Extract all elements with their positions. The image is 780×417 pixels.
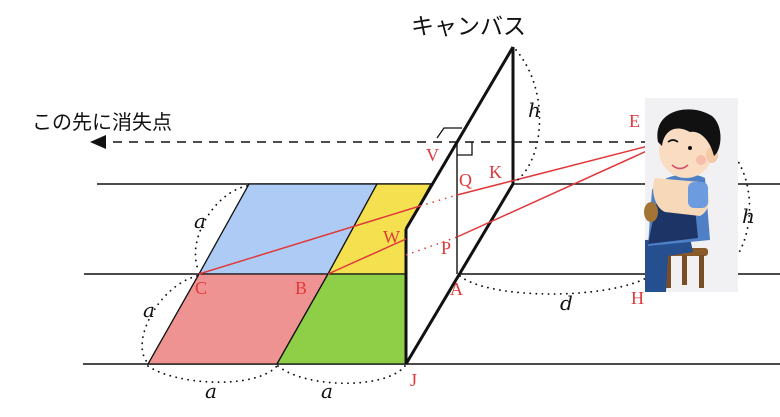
held-object: [644, 202, 658, 222]
canvas-title: キャンバス: [411, 14, 526, 40]
measure-label-a-left-lower: a: [143, 298, 155, 322]
stool-leg: [666, 255, 671, 288]
viewer-smile: [671, 164, 689, 170]
stool-leg: [699, 255, 704, 288]
measure-arcs: [141, 49, 751, 385]
canvas-plane: [406, 47, 513, 364]
measure-label-a-bottom-left: a: [205, 379, 217, 403]
right-angle-mark-upper: [436, 127, 462, 139]
point-label-c: C: [195, 278, 207, 298]
arc-a-left-upper: [194, 185, 248, 273]
arrow-left-icon: [90, 135, 106, 149]
point-label-b: B: [295, 278, 307, 298]
point-label-w: W: [383, 227, 400, 247]
sight-lines: [198, 142, 661, 275]
vanishing-point-label: この先に消失点: [32, 110, 172, 134]
viewer-eye: [688, 146, 692, 150]
viewer-sleeve: [688, 182, 708, 208]
arc-a-left-lower: [141, 275, 198, 363]
right-angle-mark-lower: [457, 142, 473, 156]
sight-line-c-to-w: [198, 205, 421, 275]
sight-line-canvas-to-p-hidden: [405, 236, 458, 256]
viewer-hair: [657, 109, 721, 156]
sight-line-q-to-e: [456, 142, 661, 196]
measure-label-a-bottom-right: a: [321, 379, 333, 403]
point-label-k: K: [489, 162, 502, 182]
canvas-edge-diagonal-bottom: [404, 183, 515, 365]
point-label-p: P: [441, 238, 451, 258]
point-label-j: J: [410, 370, 417, 390]
viewer-cheek: [696, 155, 706, 165]
sight-line-b-to-canvas: [327, 238, 407, 275]
measure-label-a-left-upper: a: [194, 209, 206, 233]
arc-a-bottom-left: [147, 365, 278, 384]
point-label-q: Q: [459, 170, 472, 190]
canvas-edge-diagonal-top: [404, 46, 515, 230]
arc-d-distance: [459, 275, 651, 295]
measure-label-h-viewer: h: [742, 204, 755, 228]
viewer-legs: [645, 238, 693, 292]
point-label-a: A: [450, 279, 463, 299]
arc-h-canvas: [514, 49, 541, 183]
sight-line-p-to-e: [456, 144, 661, 238]
measure-label-d: d: [560, 291, 573, 315]
point-label-v: V: [426, 145, 439, 165]
viewer-illustration: [644, 98, 738, 292]
measure-label-h-canvas: h: [528, 98, 541, 122]
canvas-edges: [404, 46, 515, 365]
arc-a-bottom-right: [277, 365, 406, 385]
stool-leg: [682, 255, 687, 285]
point-label-e: E: [629, 111, 640, 131]
point-label-h: H: [631, 288, 644, 308]
viewer-eye-closed: [667, 139, 679, 143]
